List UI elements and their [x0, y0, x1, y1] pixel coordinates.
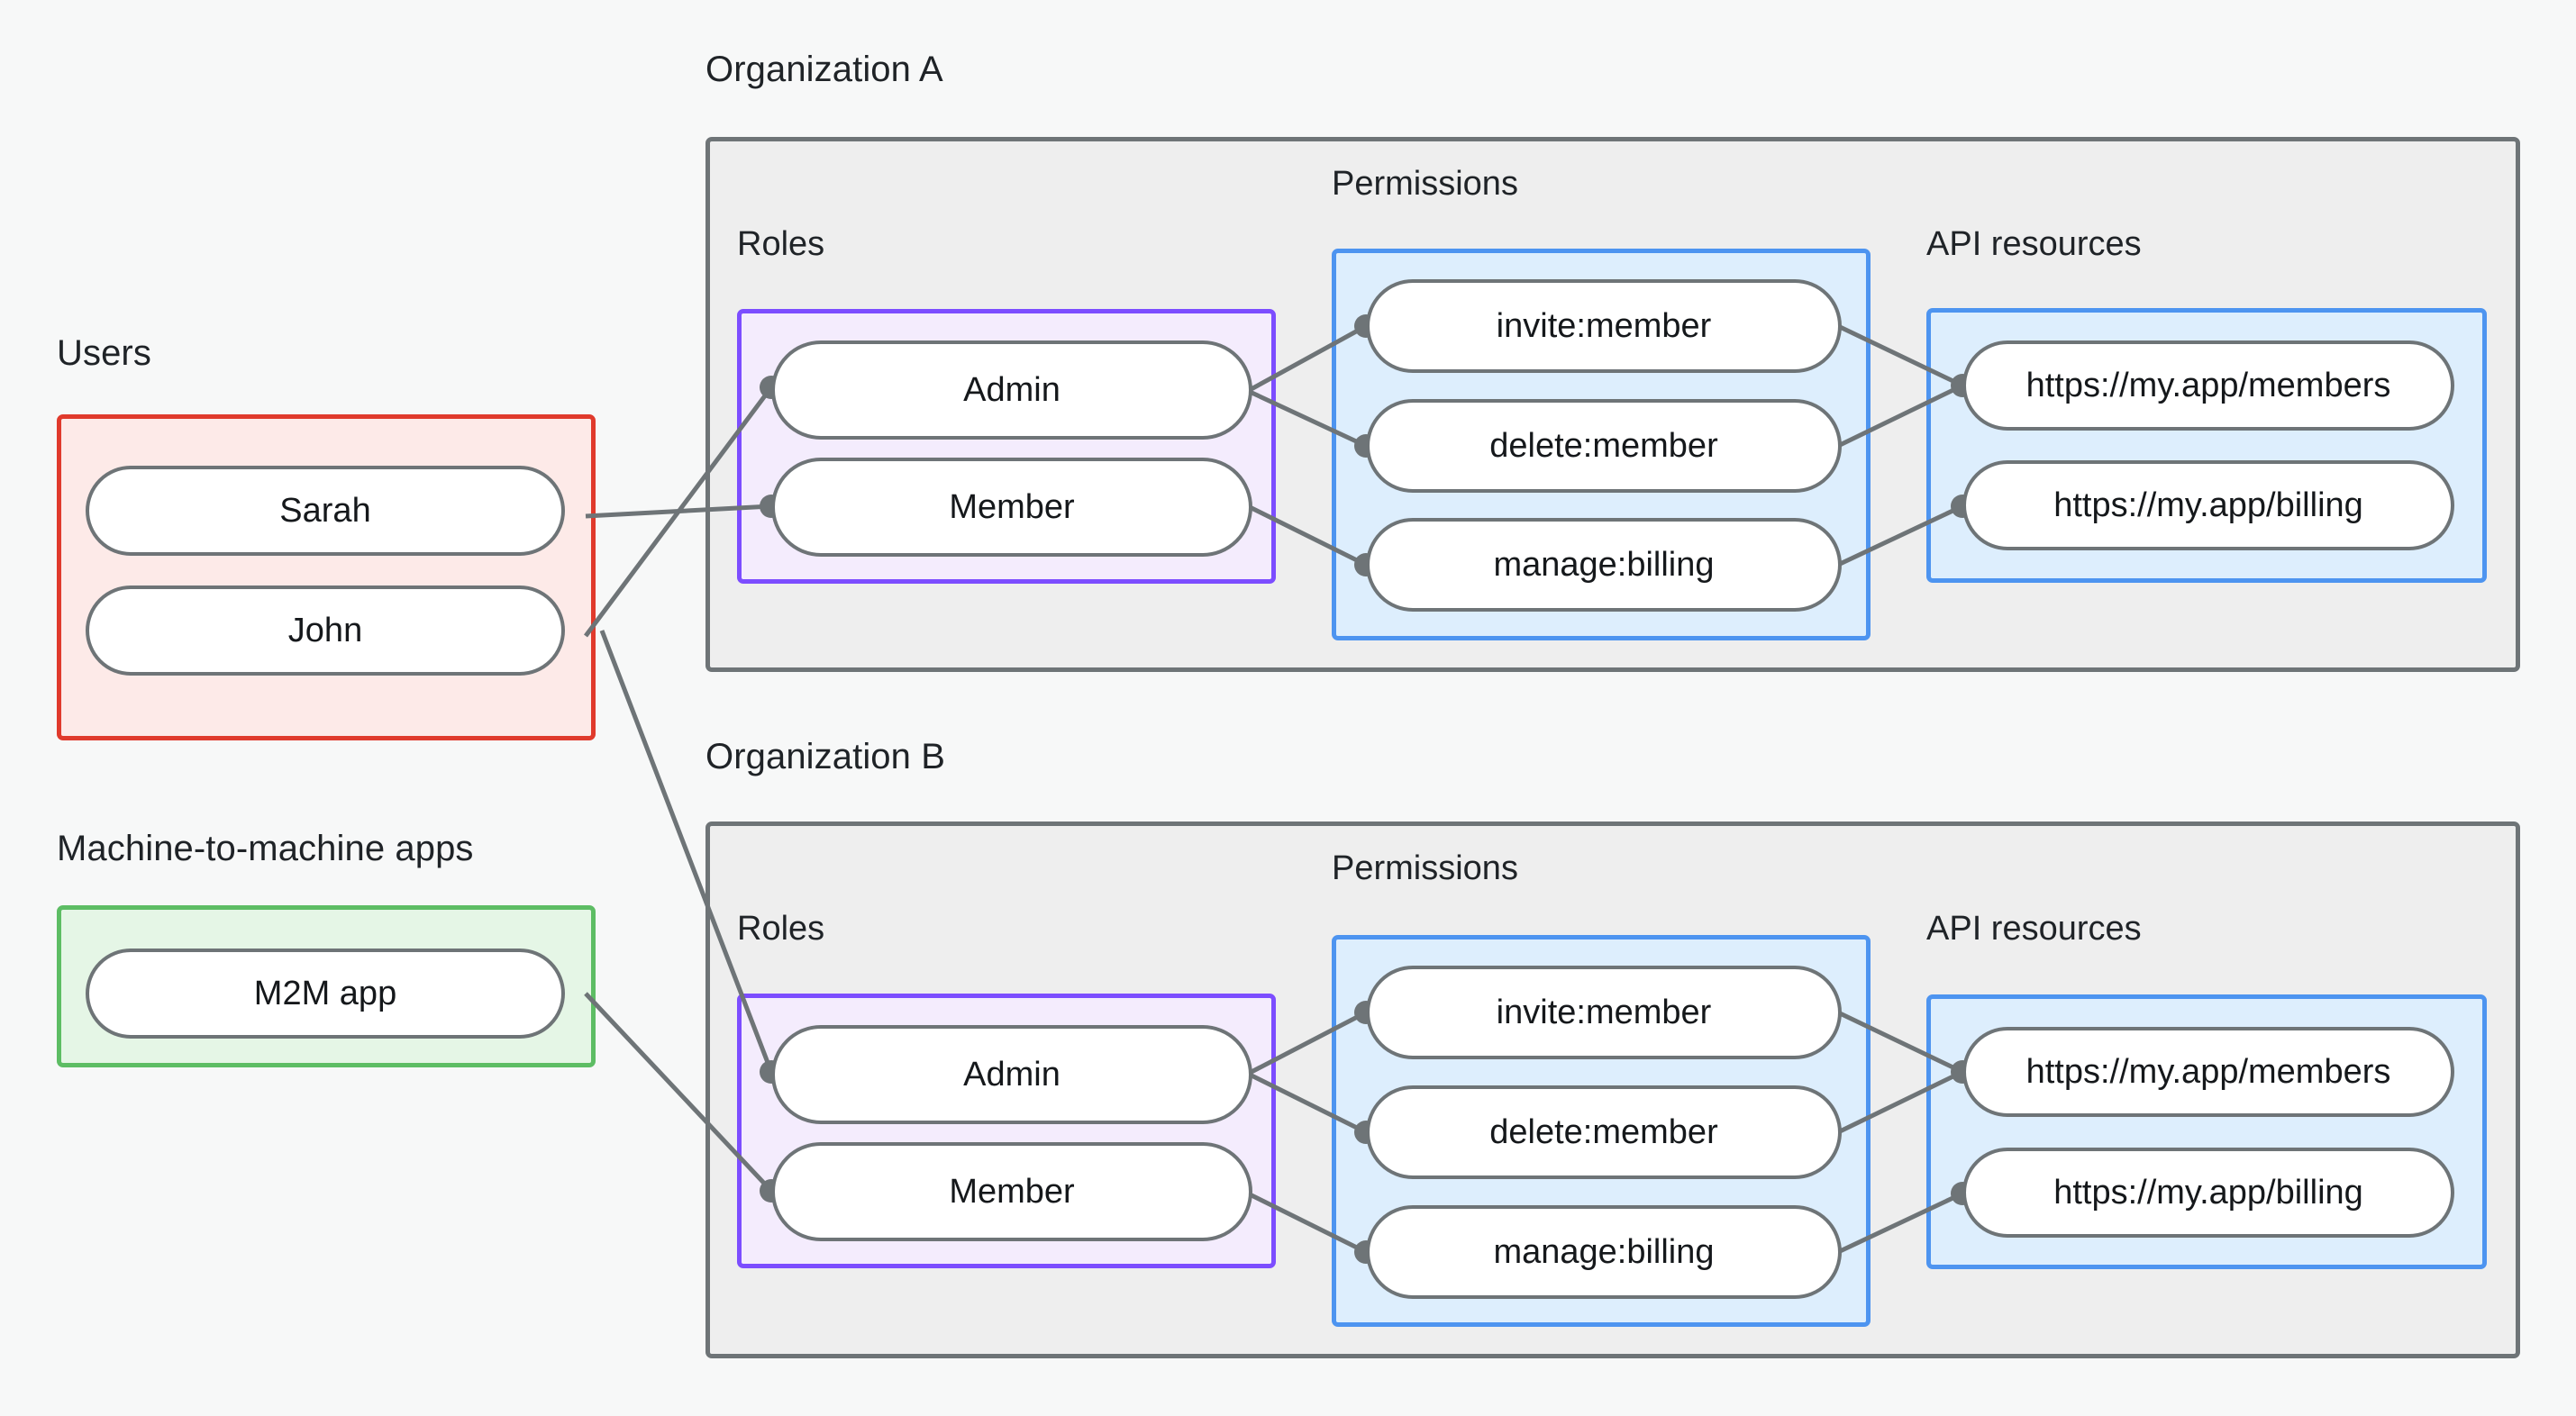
m2m-node-app[interactable]: M2M app — [86, 949, 565, 1039]
m2m-node-label: M2M app — [253, 974, 397, 1012]
permission-label: invite:member — [1496, 306, 1712, 345]
permission-label: manage:billing — [1493, 545, 1715, 584]
orgB-role-admin[interactable]: Admin — [771, 1025, 1252, 1124]
permission-label: manage:billing — [1493, 1232, 1715, 1271]
orgB-roles-label: Roles — [737, 910, 825, 948]
orgA-role-member[interactable]: Member — [771, 458, 1252, 557]
role-label: Member — [949, 487, 1075, 526]
orgB-api-resource-billing[interactable]: https://my.app/billing — [1962, 1148, 2454, 1238]
users-group-box — [57, 414, 596, 740]
organization-b-label: Organization B — [705, 737, 945, 776]
m2m-group-label: Machine-to-machine apps — [57, 829, 474, 868]
user-node-john[interactable]: John — [86, 585, 565, 676]
api-resource-label: https://my.app/members — [2025, 366, 2391, 404]
orgA-permission-manage-billing[interactable]: manage:billing — [1366, 518, 1842, 612]
orgB-permissions-label: Permissions — [1332, 849, 1518, 887]
organization-a-label: Organization A — [705, 50, 943, 89]
orgA-permissions-label: Permissions — [1332, 165, 1518, 203]
permission-label: invite:member — [1496, 993, 1712, 1031]
orgA-api-resources-label: API resources — [1926, 225, 2142, 263]
permission-label: delete:member — [1489, 1112, 1718, 1151]
orgA-api-resource-billing[interactable]: https://my.app/billing — [1962, 460, 2454, 550]
user-node-label: John — [287, 611, 363, 649]
orgB-role-member[interactable]: Member — [771, 1142, 1252, 1241]
orgA-roles-label: Roles — [737, 225, 825, 263]
orgB-permission-delete-member[interactable]: delete:member — [1366, 1085, 1842, 1179]
role-label: Admin — [963, 1055, 1060, 1094]
orgA-permission-delete-member[interactable]: delete:member — [1366, 399, 1842, 493]
orgB-permission-invite-member[interactable]: invite:member — [1366, 966, 1842, 1059]
orgA-permission-invite-member[interactable]: invite:member — [1366, 279, 1842, 373]
user-node-sarah[interactable]: Sarah — [86, 466, 565, 556]
orgB-api-resource-members[interactable]: https://my.app/members — [1962, 1027, 2454, 1117]
role-label: Member — [949, 1172, 1075, 1211]
api-resource-label: https://my.app/billing — [2053, 486, 2363, 524]
orgB-api-resources-label: API resources — [1926, 910, 2142, 948]
api-resource-label: https://my.app/members — [2025, 1052, 2391, 1091]
user-node-label: Sarah — [279, 491, 371, 530]
api-resource-label: https://my.app/billing — [2053, 1173, 2363, 1212]
users-group-label: Users — [57, 333, 151, 373]
role-label: Admin — [963, 370, 1060, 409]
orgA-api-resource-members[interactable]: https://my.app/members — [1962, 340, 2454, 431]
orgA-role-admin[interactable]: Admin — [771, 340, 1252, 440]
permission-label: delete:member — [1489, 426, 1718, 465]
orgB-permission-manage-billing[interactable]: manage:billing — [1366, 1205, 1842, 1299]
